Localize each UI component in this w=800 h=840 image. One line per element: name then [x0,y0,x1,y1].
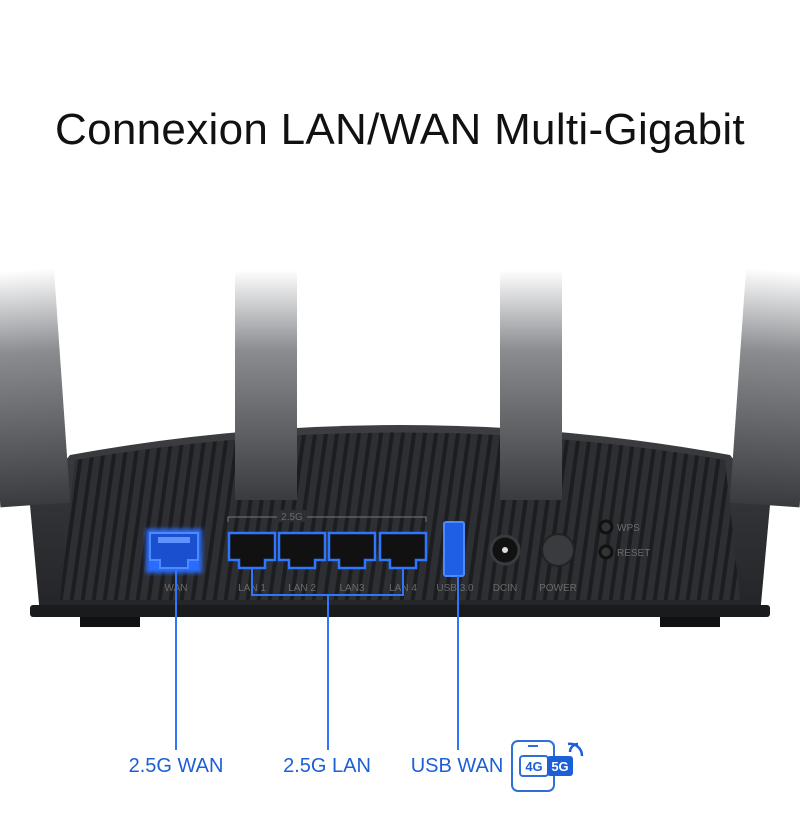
port-label-lan3: LAN3 [339,583,364,594]
port-label-power: POWER [539,583,577,594]
power-button [541,533,575,567]
button-label-reset: RESET [617,548,650,559]
usb-port [443,521,465,577]
headline: Connexion LAN/WAN Multi-Gigabit [55,105,745,154]
callout-lan: 2.5G LAN [283,755,371,777]
antenna [0,268,71,508]
svg-text:4G: 4G [525,759,542,774]
router-body [30,425,770,627]
port-label-usb: USB 3.0 [436,583,474,594]
antennas [0,268,800,508]
ethernet-ports [146,529,428,573]
callout-lines [175,568,459,750]
mobile-4g-5g-icon: 4G 5G [511,740,584,792]
lan-port [378,531,428,570]
lan-port [277,531,327,570]
port-label-lan2: LAN 2 [288,583,316,594]
antenna [500,270,562,500]
callout-usb: USB WAN [410,755,504,777]
port-label-dcin: DCIN [493,583,517,594]
wan-port [146,529,202,573]
group-label-2-5g: 2.5G [281,512,303,523]
antenna [729,268,800,508]
lan-port [227,531,277,570]
lan-port [327,531,377,570]
wps-button [598,519,614,535]
reset-button [598,544,614,560]
antenna [235,270,297,500]
svg-text:5G: 5G [551,759,568,774]
callout-wan: 2.5G WAN [128,755,224,777]
button-label-wps: WPS [617,523,640,534]
